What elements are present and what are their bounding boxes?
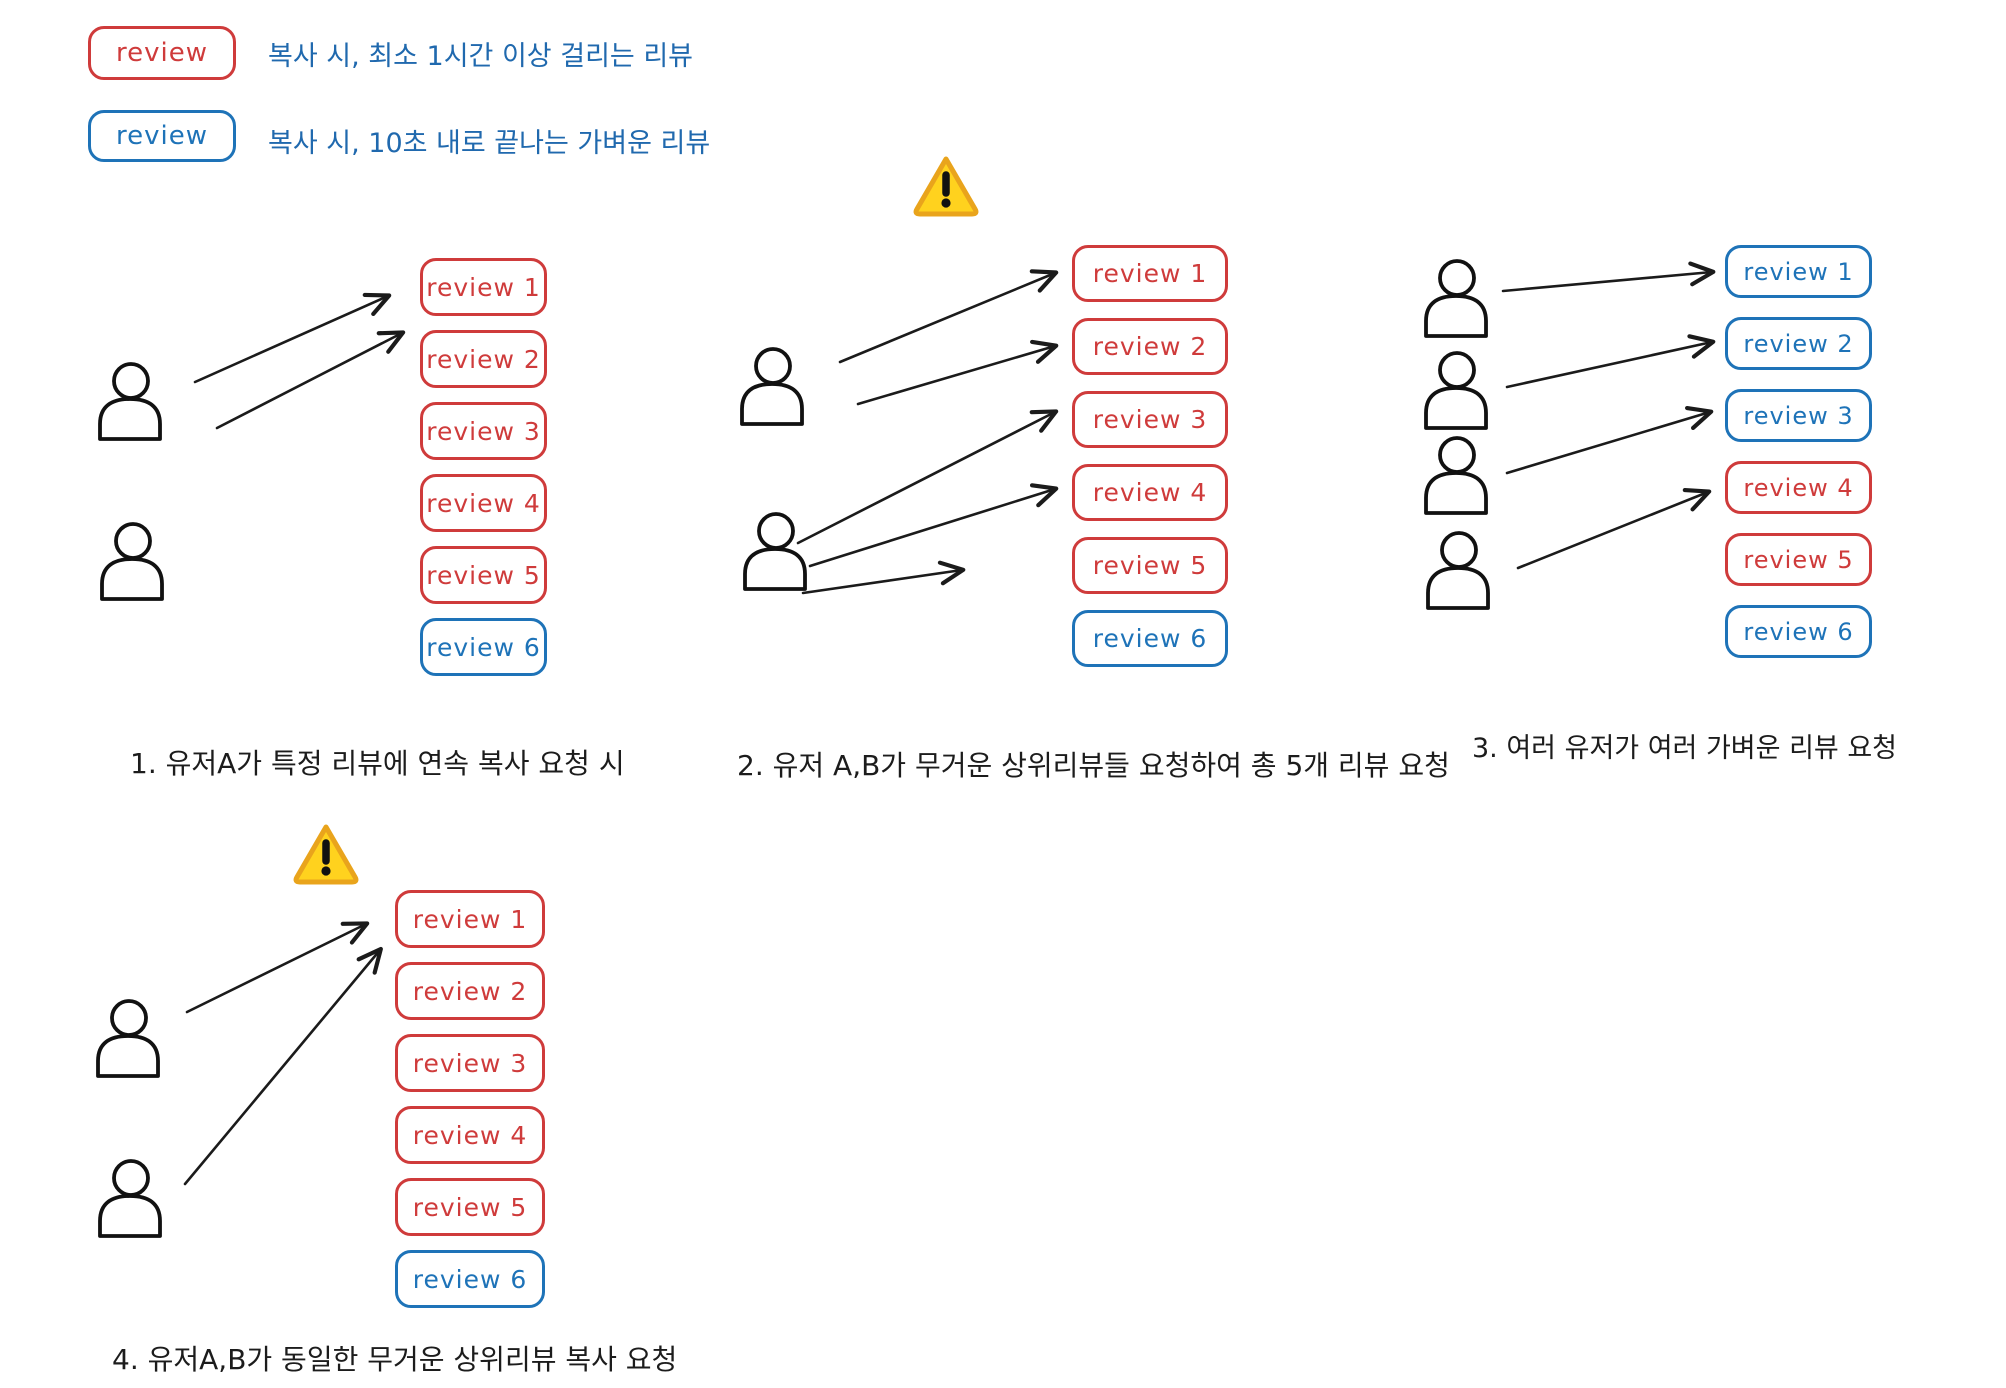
review-label: review 1 xyxy=(412,904,528,934)
diagram-3-review-column: review 1 review 2 review 3 review 4 revi… xyxy=(1725,245,1872,658)
user-icon xyxy=(1424,259,1488,338)
arrow xyxy=(801,560,966,595)
review-label: review 5 xyxy=(1092,551,1208,580)
review-box: review 1 xyxy=(1072,245,1228,302)
review-box: review 4 xyxy=(420,474,547,532)
legend-light-review-description: 복사 시, 10초 내로 끝나는 가벼운 리뷰 xyxy=(268,128,711,159)
review-label: review 3 xyxy=(1743,401,1854,430)
diagram-1-users xyxy=(98,362,164,601)
review-label: review 1 xyxy=(1743,257,1854,286)
user-icon xyxy=(743,512,807,591)
review-box: review 2 xyxy=(1725,317,1872,370)
user-icon xyxy=(1424,436,1488,515)
diagram-4-caption: 4. 유저A,B가 동일한 무거운 상위리뷰 복사 요청 xyxy=(112,1343,678,1376)
diagram-1-arrows xyxy=(193,292,406,430)
diagram-4-review-column: review 1 review 2 review 3 review 4 revi… xyxy=(395,890,545,1308)
warning-icon xyxy=(296,827,356,882)
arrow xyxy=(796,409,1059,545)
review-box: review 2 xyxy=(395,962,545,1020)
diagram-1-caption: 1. 유저A가 특정 리뷰에 연속 복사 요청 시 xyxy=(130,747,625,780)
arrow xyxy=(856,339,1059,406)
review-label: review 1 xyxy=(426,272,541,302)
review-label: review 2 xyxy=(412,976,528,1006)
review-box: review 5 xyxy=(395,1178,545,1236)
diagram-1-review-column: review 1 review 2 review 3 review 4 revi… xyxy=(420,258,547,676)
arrow xyxy=(808,483,1059,568)
review-box: review 2 xyxy=(420,330,547,388)
review-box: review 5 xyxy=(1072,537,1228,594)
review-label: review 3 xyxy=(412,1048,528,1078)
review-box: review 1 xyxy=(1725,245,1872,298)
review-label: review 6 xyxy=(412,1264,528,1294)
review-box: review 6 xyxy=(1072,610,1228,667)
review-box: review 5 xyxy=(420,546,547,604)
diagram-2-users xyxy=(740,347,807,591)
review-label: review 4 xyxy=(426,488,541,518)
user-icon xyxy=(100,522,164,601)
review-label: review 4 xyxy=(412,1120,528,1150)
arrow xyxy=(1501,261,1716,293)
diagram-2-caption: 2. 유저 A,B가 무거운 상위리뷰들 요청하여 총 5개 리뷰 요청 xyxy=(737,749,1450,782)
review-box: review 2 xyxy=(1072,318,1228,375)
review-label: review 1 xyxy=(1092,259,1208,288)
legend-heavy-review-description: 복사 시, 최소 1시간 이상 걸리는 리뷰 xyxy=(268,41,694,72)
review-label: review 4 xyxy=(1092,478,1208,507)
diagram-4-arrows xyxy=(183,921,383,1186)
diagram-2-arrows xyxy=(796,269,1059,595)
arrow xyxy=(215,330,406,430)
review-box: review 4 xyxy=(1072,464,1228,521)
warning-icon xyxy=(916,159,976,214)
diagram-4-users xyxy=(96,999,162,1238)
arrow xyxy=(838,269,1059,364)
diagram-3-arrows xyxy=(1501,261,1716,570)
review-label: review 5 xyxy=(426,560,541,590)
review-box: review 6 xyxy=(395,1250,545,1308)
review-label: review 6 xyxy=(1743,617,1854,646)
review-label: review 4 xyxy=(1743,473,1854,502)
arrow xyxy=(1505,334,1716,389)
diagram-3-caption: 3. 여러 유저가 여러 가벼운 리뷰 요청 xyxy=(1472,733,1898,764)
legend-heavy-review-label: review xyxy=(116,38,208,68)
diagram-3-users xyxy=(1424,259,1490,610)
review-label: review 3 xyxy=(426,416,541,446)
review-box: review 3 xyxy=(1072,391,1228,448)
user-icon xyxy=(1424,351,1488,430)
user-icon xyxy=(98,362,162,441)
review-box: review 6 xyxy=(1725,605,1872,658)
review-box: review 3 xyxy=(395,1034,545,1092)
review-label: review 2 xyxy=(1092,332,1208,361)
review-label: review 6 xyxy=(1092,624,1208,653)
review-label: review 5 xyxy=(412,1192,528,1222)
user-icon xyxy=(740,347,804,426)
review-label: review 2 xyxy=(426,344,541,374)
user-icon xyxy=(98,1159,162,1238)
review-box: review 1 xyxy=(420,258,547,316)
arrow xyxy=(185,921,370,1014)
review-box: review 3 xyxy=(420,402,547,460)
arrow xyxy=(1516,487,1712,570)
legend-heavy-review-box: review xyxy=(88,26,236,80)
review-box: review 1 xyxy=(395,890,545,948)
user-icon xyxy=(1426,531,1490,610)
legend-light-review-box: review xyxy=(88,110,236,162)
review-label: review 6 xyxy=(426,632,541,662)
arrow xyxy=(183,946,383,1186)
diagram-2-review-column: review 1 review 2 review 3 review 4 revi… xyxy=(1072,245,1228,667)
user-icon xyxy=(96,999,160,1078)
review-label: review 5 xyxy=(1743,545,1854,574)
review-box: review 6 xyxy=(420,618,547,676)
review-label: review 3 xyxy=(1092,405,1208,434)
review-box: review 5 xyxy=(1725,533,1872,586)
review-label: review 2 xyxy=(1743,329,1854,358)
arrow xyxy=(1505,405,1714,475)
review-box: review 4 xyxy=(1725,461,1872,514)
arrow xyxy=(193,292,392,384)
review-box: review 3 xyxy=(1725,389,1872,442)
review-box: review 4 xyxy=(395,1106,545,1164)
legend-light-review-label: review xyxy=(116,121,208,151)
